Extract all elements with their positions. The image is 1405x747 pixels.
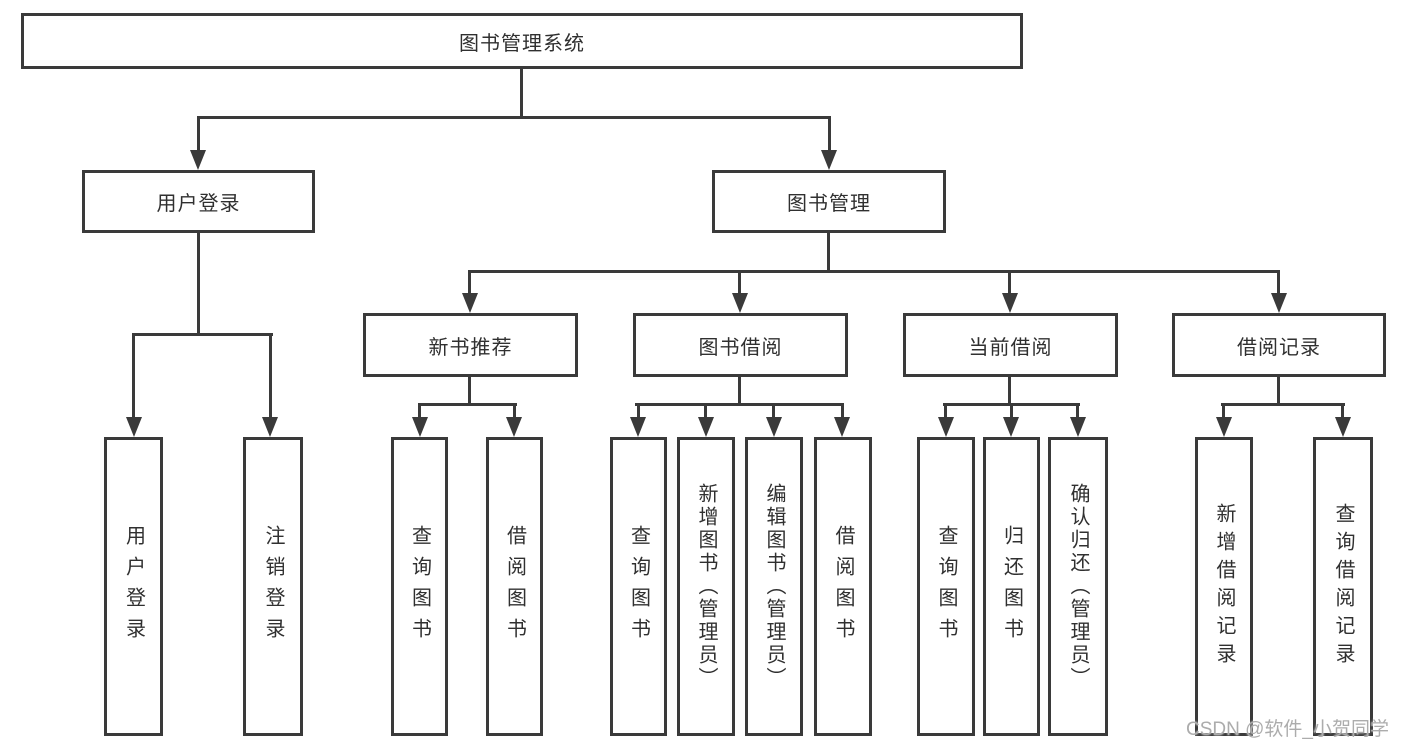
leaf-borrow-book-label: 借阅图书 <box>832 524 854 649</box>
leaf-user-login: 用户登录 <box>104 437 163 736</box>
arrowhead-user-login <box>190 150 206 170</box>
connector-cat4-leaf2-stem <box>1341 403 1344 419</box>
leaf-user-login-label: 用户登录 <box>122 524 145 649</box>
leaf-return-book-label: 归还图书 <box>1000 524 1023 649</box>
node-borrow-records-label: 借阅记录 <box>1237 336 1321 359</box>
node-current-borrow-label: 当前借阅 <box>968 336 1053 359</box>
connector-cat4-leaf1-stem <box>1222 403 1225 419</box>
arrowhead-book-management <box>821 150 837 170</box>
leaf-borrow-query-label: 查询图书 <box>627 524 650 649</box>
leaf-newbook-borrow-label: 借阅图书 <box>503 524 526 649</box>
leaf-newbook-borrow: 借阅图书 <box>486 437 543 736</box>
connector-cat2-stem-top <box>738 270 741 295</box>
connector-cat3-stem-top <box>1008 270 1011 295</box>
connector-cat2-stem-bottom <box>738 377 741 406</box>
node-new-book-recommend: 新书推荐 <box>363 313 578 377</box>
connector-cat2-leaf2-stem <box>704 403 707 419</box>
leaf-confirm-return-admin: 确认归还（管理员） <box>1048 437 1108 736</box>
leaf-current-query-label: 查询图书 <box>935 524 957 649</box>
csdn-watermark: CSDN @软件_小贺同学 <box>1186 719 1389 740</box>
connector-login-leaf1-stem <box>132 333 135 419</box>
node-root: 图书管理系统 <box>21 13 1023 69</box>
leaf-current-query: 查询图书 <box>917 437 975 736</box>
arrowhead-cat2-leaf4 <box>834 417 850 437</box>
leaf-add-book-admin: 新增图书（管理员） <box>677 437 735 736</box>
arrowhead-cat1-leaf1 <box>412 417 428 437</box>
arrowhead-cat-book-borrow <box>732 293 748 313</box>
arrowhead-cat3-leaf3 <box>1070 417 1086 437</box>
arrowhead-cat-borrow-records <box>1271 293 1287 313</box>
leaf-edit-book-admin: 编辑图书（管理员） <box>745 437 803 736</box>
leaf-return-book: 归还图书 <box>983 437 1040 736</box>
leaf-add-borrow-record: 新增借阅记录 <box>1195 437 1253 736</box>
leaf-query-borrow-record-label: 查询借阅记录 <box>1332 502 1354 671</box>
arrowhead-cat4-leaf2 <box>1335 417 1351 437</box>
connector-book-mgmt-bar <box>468 270 1280 273</box>
connector-cat2-leaf4-stem <box>841 403 844 419</box>
connector-root-right-stem <box>828 116 831 152</box>
connector-cat1-bar <box>418 403 517 406</box>
leaf-borrow-book: 借阅图书 <box>814 437 872 736</box>
arrowhead-cat1-leaf2 <box>506 417 522 437</box>
connector-book-mgmt-stem <box>827 233 830 273</box>
connector-cat3-leaf2-stem <box>1010 403 1013 419</box>
leaf-logout-label: 注销登录 <box>262 524 284 649</box>
node-root-label: 图书管理系统 <box>459 32 585 55</box>
connector-cat2-bar <box>635 403 844 406</box>
node-borrow-records: 借阅记录 <box>1172 313 1386 377</box>
leaf-borrow-query: 查询图书 <box>610 437 667 736</box>
connector-cat4-bar <box>1221 403 1345 406</box>
leaf-add-borrow-record-label: 新增借阅记录 <box>1213 502 1235 671</box>
connector-root-stem <box>520 69 523 118</box>
connector-cat4-stem-top <box>1277 270 1280 295</box>
arrowhead-cat4-leaf1 <box>1216 417 1232 437</box>
node-book-management-label: 图书管理 <box>787 193 871 215</box>
arrowhead-cat2-leaf1 <box>630 417 646 437</box>
leaf-edit-book-admin-label: 编辑图书（管理员） <box>763 483 785 690</box>
node-new-book-recommend-label: 新书推荐 <box>428 336 513 359</box>
arrowhead-cat3-leaf2 <box>1003 417 1019 437</box>
connector-user-login-stem <box>197 233 200 336</box>
connector-cat3-leaf3-stem <box>1076 403 1079 419</box>
leaf-newbook-query: 查询图书 <box>391 437 448 736</box>
leaf-add-book-admin-label: 新增图书（管理员） <box>695 483 717 690</box>
connector-root-left-stem <box>197 116 200 152</box>
leaf-query-borrow-record: 查询借阅记录 <box>1313 437 1373 736</box>
arrowhead-cat-new-book <box>462 293 478 313</box>
connector-cat2-leaf3-stem <box>772 403 775 419</box>
connector-cat2-leaf1-stem <box>637 403 640 419</box>
leaf-logout: 注销登录 <box>243 437 303 736</box>
node-book-management: 图书管理 <box>712 170 946 233</box>
node-user-login-label: 用户登录 <box>156 193 241 215</box>
arrowhead-login-leaf2 <box>262 417 278 437</box>
arrowhead-login-leaf1 <box>126 417 142 437</box>
node-user-login: 用户登录 <box>82 170 315 233</box>
connector-cat1-leaf1-stem <box>418 403 421 419</box>
connector-root-bar <box>197 116 831 119</box>
connector-cat4-stem-bottom <box>1277 377 1280 406</box>
leaf-confirm-return-admin-label: 确认归还（管理员） <box>1067 483 1089 690</box>
node-current-borrow: 当前借阅 <box>903 313 1118 377</box>
connector-cat3-stem-bottom <box>1008 377 1011 406</box>
connector-cat3-leaf1-stem <box>944 403 947 419</box>
connector-cat1-stem-top <box>468 270 471 295</box>
node-book-borrow: 图书借阅 <box>633 313 848 377</box>
arrowhead-cat2-leaf3 <box>766 417 782 437</box>
connector-login-leaf2-stem <box>269 333 272 419</box>
node-book-borrow-label: 图书借阅 <box>698 336 783 359</box>
arrowhead-cat3-leaf1 <box>938 417 954 437</box>
connector-cat1-stem-bottom <box>468 377 471 406</box>
arrowhead-cat2-leaf2 <box>698 417 714 437</box>
connector-user-login-bar <box>132 333 273 336</box>
leaf-newbook-query-label: 查询图书 <box>408 524 431 649</box>
connector-cat1-leaf2-stem <box>513 403 516 419</box>
arrowhead-cat-current-borrow <box>1002 293 1018 313</box>
